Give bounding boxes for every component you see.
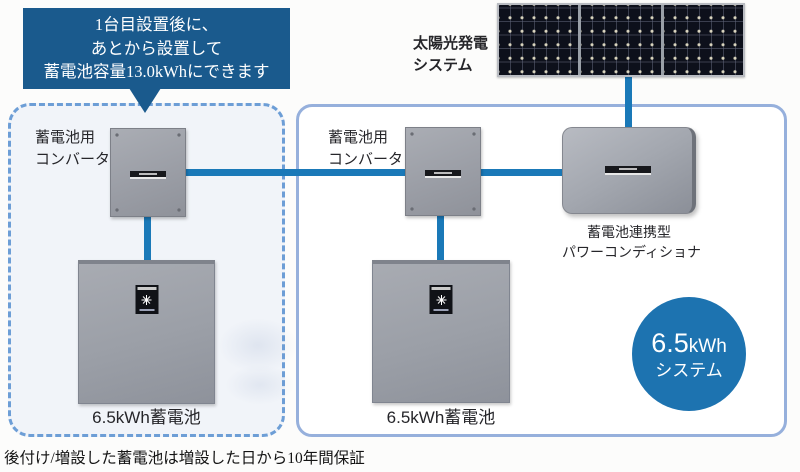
warranty-footnote: 後付け/増設した蓄電池は増設した日から10年間保証: [4, 450, 365, 467]
connector-solar-to-pcs: [625, 76, 632, 131]
solar-system-label: 太陽光発電 システム: [413, 35, 489, 74]
callout-line: 1台目設置後に、: [94, 14, 219, 34]
connector-horizontal-bus: [185, 169, 565, 176]
added-battery-unit: [78, 260, 215, 404]
brand-badge: [135, 285, 158, 314]
callout-pointer-arrow: [129, 88, 161, 113]
solar-module: [581, 5, 661, 75]
added-battery-converter: [110, 128, 186, 217]
starburst-icon: [141, 290, 153, 309]
base-battery-converter: [405, 127, 481, 216]
brand-text-bar: [137, 287, 156, 290]
solar-panel-array: [497, 3, 745, 77]
nameplate: [425, 170, 461, 178]
system-capacity-label: システム: [655, 361, 723, 381]
capacity-callout: 1台目設置後に、 あとから設置して 蓄電池容量13.0kWhにできます: [23, 8, 290, 89]
system-capacity-badge: 6.5kWh システム: [632, 297, 746, 411]
nameplate: [604, 166, 651, 175]
connector-right-converter-to-battery: [437, 215, 444, 264]
brand-badge: [429, 285, 453, 314]
base-converter-label: 蓄電池用 コンバータ: [328, 129, 404, 168]
nameplate: [130, 171, 166, 179]
system-capacity-value: 6.5kWh: [651, 327, 727, 358]
starburst-icon: [435, 290, 447, 309]
brand-text-bar: [431, 287, 451, 290]
callout-line: あとから設置して: [90, 38, 223, 58]
solar-module: [499, 5, 579, 75]
connector-left-converter-to-battery: [144, 214, 151, 264]
callout-line: 蓄電池容量13.0kWhにできます: [43, 62, 270, 82]
power-conditioner: [562, 127, 696, 214]
base-battery-unit: [372, 260, 510, 403]
model-text-bar: [139, 309, 154, 311]
base-battery-label: 6.5kWh蓄電池: [386, 408, 496, 427]
solar-module: [663, 5, 743, 75]
model-text-bar: [433, 309, 449, 311]
added-battery-label: 6.5kWh蓄電池: [92, 408, 201, 427]
added-converter-label: 蓄電池用 コンバータ: [35, 129, 111, 168]
power-conditioner-label: 蓄電池連携型 パワーコンディショナ: [562, 224, 702, 261]
